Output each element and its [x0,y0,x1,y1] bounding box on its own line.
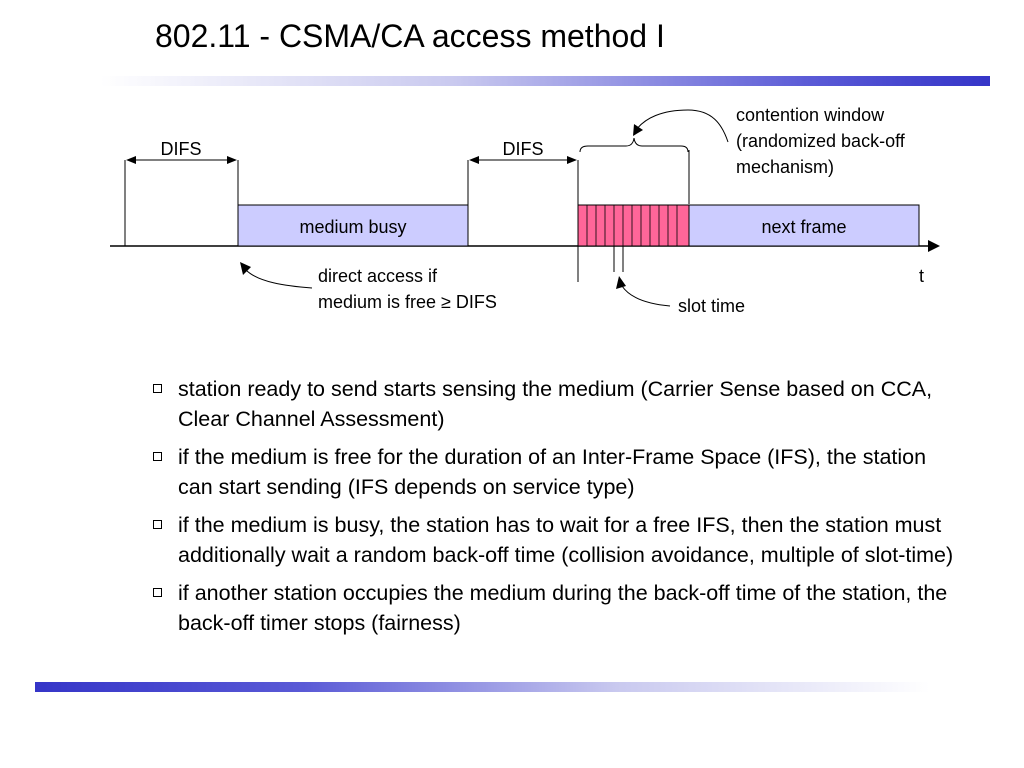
contention-window-block [577,204,690,247]
square-bullet-icon [153,384,162,393]
square-bullet-icon [153,452,162,461]
contention-window-callout-arrowhead [633,124,643,136]
direct-access-callout-arrowhead [240,262,251,275]
slot-time-callout-arrowhead [616,276,626,289]
difs-right-arrowhead-left [469,156,479,164]
time-axis-arrowhead [928,240,940,252]
square-bullet-icon [153,588,162,597]
bullet-text: station ready to send starts sensing the… [178,377,933,431]
contention-window-line2: (randomized back-off [736,131,906,151]
bullet-text: if the medium is busy, the station has t… [178,513,954,567]
direct-access-line2: medium is free ≥ DIFS [318,292,497,312]
slot-time-callout [621,285,671,307]
bullet-item: if another station occupies the medium d… [150,578,960,638]
square-bullet-icon [153,520,162,529]
bullet-item: if the medium is free for the duration o… [150,442,960,502]
bullet-item: if the medium is busy, the station has t… [150,510,960,570]
direct-access-line1: direct access if [318,266,438,286]
direct-access-callout [245,269,313,289]
next-frame-label: next frame [761,217,846,237]
difs-left-label: DIFS [160,139,201,159]
contention-slot-lines [586,205,678,246]
contention-window-brace [579,137,689,153]
bullet-item: station ready to send starts sensing the… [150,374,960,434]
time-axis-label: t [919,266,924,286]
bullet-text: if the medium is free for the duration o… [178,445,927,499]
top-decorative-bar [100,76,990,86]
difs-left-arrowhead-right [227,156,237,164]
difs-left-arrowhead-left [126,156,136,164]
contention-window-callout [635,109,729,143]
medium-busy-block [237,204,469,247]
bottom-decorative-bar [35,682,930,692]
bullet-text: if another station occupies the medium d… [178,581,948,635]
bullet-list: station ready to send starts sensing the… [150,374,960,646]
slot-time-label: slot time [678,296,745,316]
contention-window-line3: mechanism) [736,157,834,177]
csma-ca-timing-diagram: t DIFS DIFS medium busy next frame conte… [110,105,940,316]
difs-right-arrowhead-right [567,156,577,164]
next-frame-block [688,204,920,247]
difs-right-label: DIFS [502,139,543,159]
contention-window-line1: contention window [736,105,885,125]
medium-busy-label: medium busy [299,217,406,237]
page-title: 802.11 - CSMA/CA access method I [155,18,665,54]
